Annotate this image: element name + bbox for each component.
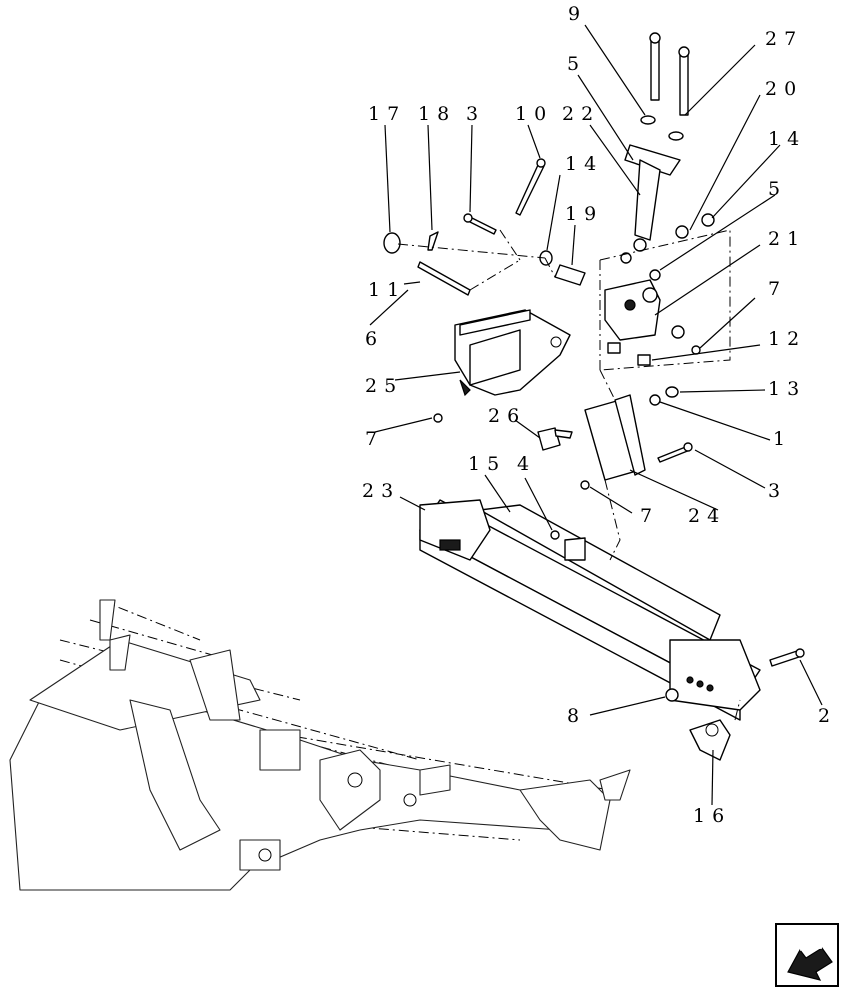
callout-24: 24	[688, 505, 726, 527]
callout-10: 10	[515, 103, 553, 125]
callout-26: 26	[488, 405, 526, 427]
callout-7: 7	[640, 505, 659, 527]
callout-8: 8	[567, 705, 586, 727]
toolbar-tube	[419, 499, 761, 721]
callout-6: 6	[365, 328, 384, 350]
callout-13: 13	[768, 378, 806, 400]
callout-3: 3	[466, 103, 485, 125]
callout-23: 23	[362, 480, 400, 502]
small-parts	[383, 158, 805, 761]
callout-12: 12	[768, 328, 806, 350]
spring-tube	[624, 144, 681, 252]
callout-15: 15	[468, 453, 506, 475]
callout-3: 3	[768, 480, 787, 502]
callout-27: 27	[765, 28, 803, 50]
arrow-back-icon[interactable]	[775, 923, 839, 987]
callout-17: 17	[368, 103, 406, 125]
shank-bracket	[454, 309, 571, 397]
callout-5: 5	[567, 53, 586, 75]
callout-14: 14	[768, 128, 806, 150]
callout-14: 14	[565, 153, 603, 175]
callout-4: 4	[517, 453, 536, 475]
callouts: 9 27 5 20 22 17 18 3 10 14 14 5 19 21 11…	[362, 3, 837, 827]
callout-22: 22	[562, 103, 600, 125]
pivot-housing	[604, 279, 661, 341]
callout-18: 18	[418, 103, 456, 125]
callout-7: 7	[768, 278, 787, 300]
callout-1: 1	[773, 428, 792, 450]
main-frame-assembly	[9, 599, 631, 891]
callout-16: 16	[693, 805, 731, 827]
callout-5: 5	[768, 178, 787, 200]
callout-11: 11	[368, 279, 406, 301]
callout-9: 9	[568, 3, 587, 25]
callout-2: 2	[818, 705, 837, 727]
callout-19: 19	[565, 203, 603, 225]
bolts-27	[640, 32, 690, 141]
callout-20: 20	[765, 78, 803, 100]
callout-25: 25	[365, 375, 403, 397]
callout-21: 21	[768, 228, 806, 250]
callout-7: 7	[365, 428, 384, 450]
leader-lines	[369, 24, 823, 806]
